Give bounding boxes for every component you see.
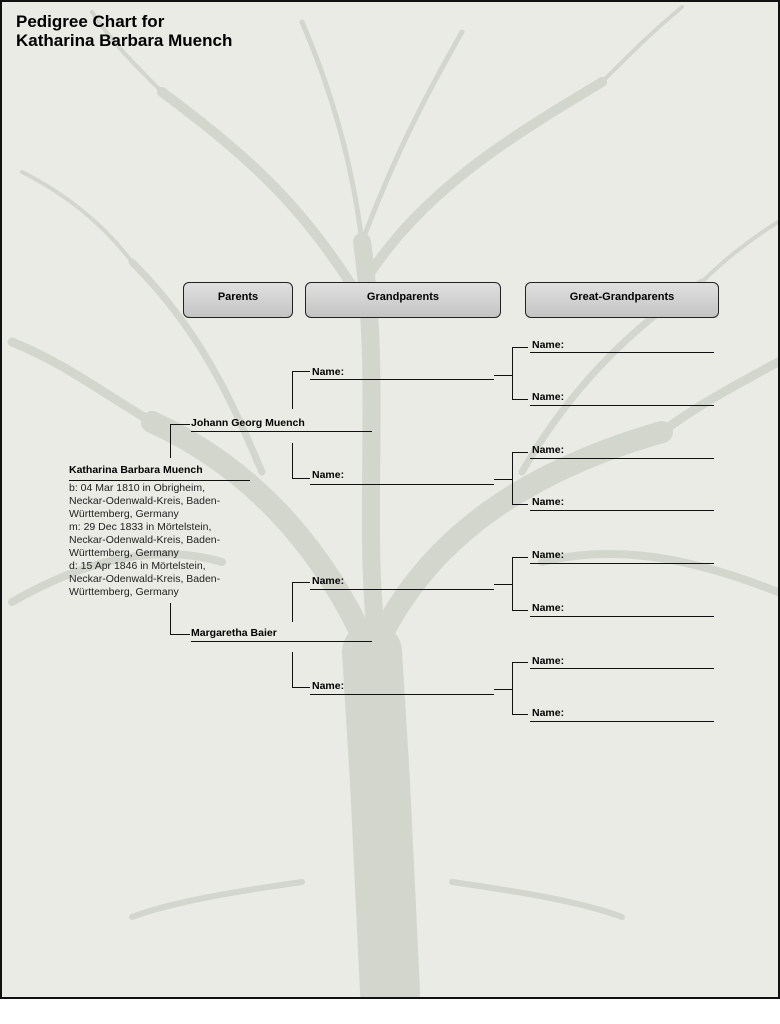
great-grandparent-5-name: Name: <box>532 549 565 561</box>
connector-to-father <box>170 424 171 458</box>
connector-mother-down <box>292 652 293 688</box>
great-grandparent-8-line <box>530 721 714 722</box>
great-grandparent-1-line <box>530 352 714 353</box>
connector-gp3-v <box>512 557 513 610</box>
connector-father-down-h <box>292 478 310 479</box>
subject-detail-line: b: 04 Mar 1810 in Obrigheim, <box>69 482 205 494</box>
subject-detail-line: Württemberg, Germany <box>69 547 179 559</box>
grandparent-3-name: Name: <box>312 575 345 587</box>
header-great-grandparents: Great-Grandparents <box>525 282 719 318</box>
connector-gp4 <box>494 689 512 690</box>
connector-gp3-up <box>512 557 528 558</box>
connector-gp3-down <box>512 610 528 611</box>
great-grandparent-7-name: Name: <box>532 655 565 667</box>
grandparent-4-name: Name: <box>312 680 345 692</box>
pedigree-page: Pedigree Chart for Katharina Barbara Mue… <box>0 0 780 999</box>
connector-mother-up-h <box>292 582 310 583</box>
subject-detail-line: Neckar-Odenwald-Kreis, Baden- <box>69 495 221 507</box>
connector-gp4-down <box>512 714 528 715</box>
grandparent-2-name: Name: <box>312 469 345 481</box>
connector-gp3 <box>494 584 512 585</box>
subject-detail-line: Neckar-Odenwald-Kreis, Baden- <box>69 573 221 585</box>
great-grandparent-7-line <box>530 668 714 669</box>
mother-line <box>191 641 372 642</box>
subject-detail-line: m: 29 Dec 1833 in Mörtelstein, <box>69 521 212 533</box>
father-name: Johann Georg Muench <box>191 417 305 429</box>
chart-title-subject: Katharina Barbara Muench <box>16 31 233 50</box>
header-parents: Parents <box>183 282 293 318</box>
subject-detail-line: Neckar-Odenwald-Kreis, Baden- <box>69 534 221 546</box>
great-grandparent-1-name: Name: <box>532 339 565 351</box>
great-grandparent-2-line <box>530 405 714 406</box>
connector-mother-down-h <box>292 687 310 688</box>
connector-gp1-v <box>512 347 513 399</box>
grandparent-1-line <box>310 379 494 380</box>
great-grandparent-5-line <box>530 563 714 564</box>
great-grandparent-3-name: Name: <box>532 444 565 456</box>
connector-father-up-h <box>292 371 310 372</box>
great-grandparent-6-name: Name: <box>532 602 565 614</box>
great-grandparent-4-name: Name: <box>532 496 565 508</box>
subject-name: Katharina Barbara Muench <box>69 464 203 476</box>
connector-to-mother-h <box>170 634 190 635</box>
connector-gp2-v <box>512 452 513 504</box>
subject-detail-line: Württemberg, Germany <box>69 508 179 520</box>
grandparent-3-line <box>310 589 494 590</box>
connector-gp4-up <box>512 662 528 663</box>
connector-father-down <box>292 443 293 479</box>
subject-line <box>69 480 250 481</box>
great-grandparent-4-line <box>530 510 714 511</box>
great-grandparent-8-name: Name: <box>532 707 565 719</box>
subject-detail-line: Württemberg, Germany <box>69 586 179 598</box>
connector-gp2-up <box>512 452 528 453</box>
connector-mother-up <box>292 582 293 622</box>
grandparent-1-name: Name: <box>312 366 345 378</box>
great-grandparent-6-line <box>530 616 714 617</box>
connector-father-up <box>292 371 293 409</box>
connector-gp2-down <box>512 504 528 505</box>
connector-to-father-h <box>170 424 190 425</box>
grandparent-4-line <box>310 694 494 695</box>
connector-gp2 <box>494 479 512 480</box>
tree-background-image <box>7 5 778 997</box>
subject-details: b: 04 Mar 1810 in Obrigheim, Neckar-Oden… <box>69 482 254 599</box>
mother-name: Margaretha Baier <box>191 627 277 639</box>
connector-gp4-v <box>512 662 513 714</box>
chart-title-line1: Pedigree Chart for <box>16 12 165 31</box>
grandparent-2-line <box>310 484 494 485</box>
header-grandparents: Grandparents <box>305 282 501 318</box>
great-grandparent-2-name: Name: <box>532 391 565 403</box>
father-line <box>191 431 372 432</box>
connector-gp1-down <box>512 399 528 400</box>
connector-to-mother <box>170 603 171 635</box>
connector-gp1 <box>494 375 512 376</box>
connector-gp1-up <box>512 347 528 348</box>
great-grandparent-3-line <box>530 458 714 459</box>
subject-detail-line: d: 15 Apr 1846 in Mörtelstein, <box>69 560 206 572</box>
